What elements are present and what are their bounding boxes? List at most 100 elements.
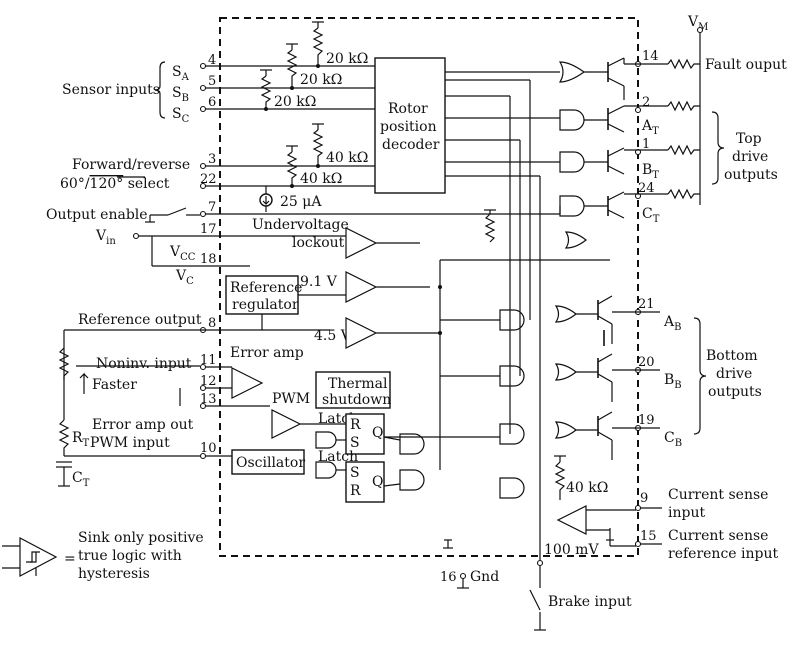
- vin-label: Vin: [95, 228, 116, 247]
- svg-text:R: R: [350, 417, 361, 433]
- top-drive-label-2: drive: [732, 149, 768, 165]
- ic-boundary: [219, 17, 639, 557]
- pin-4: 4: [208, 53, 216, 68]
- noninv-input-label: Noninv. input: [96, 356, 192, 372]
- reference-output-label: Reference output: [78, 312, 202, 328]
- at-label: AT: [641, 118, 659, 137]
- top-drive-label-3: outputs: [724, 167, 778, 183]
- uv-label-2: lockout: [292, 235, 345, 251]
- cb-label: CB: [664, 430, 682, 449]
- resistor-20k-3: 20 kΩ: [274, 94, 316, 110]
- pin-14: 14: [642, 49, 659, 64]
- bottom-transistors: [576, 295, 613, 460]
- ct-out-label: CT: [642, 206, 660, 225]
- gnd-label: Gnd: [470, 569, 499, 585]
- resistor-40k-1: 40 kΩ: [326, 150, 368, 166]
- bt-label: BT: [642, 162, 659, 181]
- oscillator: [231, 449, 305, 475]
- sensor-sc-label: SC: [172, 106, 190, 125]
- svg-text:R: R: [350, 483, 361, 499]
- error-amplifier: [231, 367, 264, 399]
- legend-equals: =: [64, 551, 76, 567]
- v91-label: 9.1 V: [300, 274, 338, 290]
- uv-comparator: [345, 227, 378, 259]
- bb-label: BB: [664, 372, 682, 391]
- legend-line-1: Sink only positive: [78, 530, 204, 546]
- resistor-40k-3: 40 kΩ: [566, 480, 608, 496]
- thermal-shutdown: [315, 371, 391, 409]
- pin-17: 17: [200, 222, 217, 237]
- pin-15: 15: [640, 529, 657, 544]
- brake-input-label: Brake input: [548, 594, 632, 610]
- fault-output-label: Fault ouput: [705, 57, 787, 73]
- resistor-40k-2: 40 kΩ: [300, 171, 342, 187]
- thermal-label-2: shutdown: [322, 392, 391, 408]
- pin-13: 13: [200, 392, 217, 407]
- rotor-label-1: Rotor: [388, 101, 428, 117]
- comparator-45v: [345, 317, 378, 349]
- vc-label: VC: [175, 268, 194, 287]
- uv-label-1: Undervoltage: [252, 217, 349, 233]
- bottom-drive-label-1: Bottom: [706, 348, 758, 364]
- rt-label: RT: [72, 430, 90, 449]
- resistor-20k-1: 20 kΩ: [326, 51, 368, 67]
- pin-19: 19: [638, 413, 655, 428]
- v100-label: 100 mV: [544, 542, 599, 558]
- output-enable-label: Output enable: [46, 207, 148, 223]
- current-sense-label-1: Current sense: [668, 487, 768, 503]
- svg-text:S: S: [350, 435, 360, 451]
- sensor-sa-label: SA: [172, 64, 190, 83]
- pin-21: 21: [638, 297, 655, 312]
- rotor-label-2: position: [380, 119, 437, 135]
- pin-6: 6: [208, 95, 216, 110]
- svg-text:Q: Q: [372, 474, 383, 490]
- rotor-position-decoder: [374, 57, 446, 194]
- comparator-91v: [345, 271, 378, 303]
- current-sense-ref-label-2: reference input: [668, 546, 778, 562]
- pin-10: 10: [200, 441, 217, 456]
- bottom-drive-label-3: outputs: [708, 384, 762, 400]
- svg-text:S: S: [350, 465, 360, 481]
- pin-11: 11: [200, 353, 217, 368]
- vcc-label: VCC: [169, 244, 196, 263]
- svg-text:Q: Q: [372, 425, 383, 441]
- pin-5: 5: [208, 74, 216, 89]
- pin-8: 8: [208, 316, 216, 331]
- oscillator-label: Oscillator: [236, 455, 305, 471]
- pwm-comparator: [271, 409, 302, 439]
- ref-reg-label-1: Reference: [230, 280, 302, 296]
- pin-16: 16: [440, 570, 457, 585]
- v45-label: 4.5 V: [314, 328, 352, 344]
- pin-22: 22: [200, 172, 217, 187]
- current-sense-ref-label-1: Current sense: [668, 528, 768, 544]
- latch-1: [345, 413, 385, 455]
- pin-20: 20: [638, 355, 655, 370]
- ref-reg-label-2: regulator: [232, 297, 299, 313]
- thermal-label-1: Thermal: [328, 376, 388, 392]
- pin-24: 24: [638, 181, 655, 196]
- pin-7: 7: [208, 200, 216, 215]
- pin-3: 3: [208, 152, 216, 167]
- pin-2: 2: [642, 95, 650, 110]
- pin-18: 18: [200, 252, 217, 267]
- resistor-20k-2: 20 kΩ: [300, 72, 342, 88]
- latch2-label: Latch: [318, 449, 358, 465]
- select-label: 60°/120° select: [60, 176, 170, 192]
- pin-9: 9: [640, 491, 648, 506]
- ct-label: CT: [72, 470, 90, 489]
- top-transistors: [584, 57, 625, 219]
- pin-12: 12: [200, 374, 217, 389]
- latch-2: [345, 461, 385, 503]
- pwm-input-label: PWM input: [90, 435, 170, 451]
- internal-bus: [376, 79, 610, 560]
- sensor-sb-label: SB: [172, 85, 189, 104]
- legend-line-3: hysteresis: [78, 566, 150, 582]
- ab-label: AB: [663, 314, 681, 333]
- legend-line-2: true logic with: [78, 548, 182, 564]
- error-amp-out-label: Error amp out: [92, 417, 194, 433]
- pwm-label: PWM: [272, 391, 310, 407]
- forward-reverse-label: Forward/reverse: [72, 157, 190, 173]
- current-sense-label-2: input: [668, 505, 705, 521]
- pin-1: 1: [642, 137, 650, 152]
